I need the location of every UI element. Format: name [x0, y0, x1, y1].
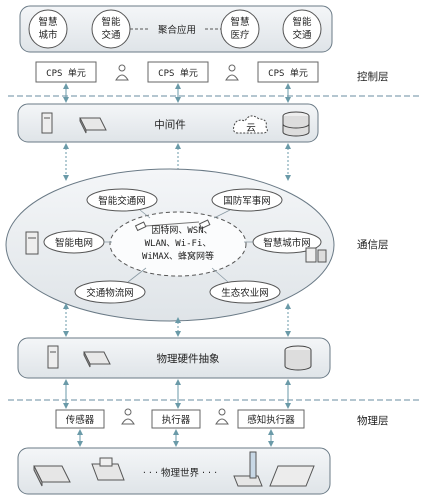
layer-label-physical: 物理层: [357, 414, 389, 427]
sense-act-box: 感知执行器: [237, 409, 305, 429]
net-smart-grid: 智能电网: [43, 230, 105, 254]
svg-text:国防军事网: 国防军事网: [223, 195, 271, 207]
database-icon: [282, 111, 310, 137]
svg-text:智能: 智能: [292, 16, 312, 28]
router-icon: [134, 219, 211, 232]
net-smart-traffic: 智能交通网: [86, 188, 158, 212]
person-icon: [115, 64, 239, 81]
svg-text:CPS 单元: CPS 单元: [158, 67, 198, 79]
net-logistics: 交通物流网: [74, 280, 146, 304]
network-server-icon: [25, 231, 39, 255]
app-smart-medical: 智慧 医疗: [220, 9, 260, 49]
layer-label-control: 控制层: [357, 70, 389, 83]
core-network-line-2: WLAN、Wi-Fi、: [145, 239, 212, 249]
hw-database-icon: [284, 345, 312, 371]
svg-text:智慧: 智慧: [230, 16, 250, 28]
layer-label-communication: 通信层: [357, 239, 389, 251]
cps-unit-3: CPS 单元: [257, 61, 319, 83]
cps-unit-2: CPS 单元: [147, 61, 209, 83]
svg-text:智能: 智能: [101, 16, 121, 28]
world-device-icon-3: [233, 451, 263, 487]
core-network-ellipse: [109, 211, 247, 277]
middleware-title: 中间件: [154, 118, 186, 131]
app-smart-traffic-2: 智能 交通: [282, 9, 322, 49]
person-icon-2: [121, 408, 229, 425]
net-defense: 国防军事网: [211, 188, 283, 212]
svg-text:交通: 交通: [292, 29, 312, 41]
hardware-abstraction-panel: [17, 337, 331, 379]
svg-text:传感器: 传感器: [66, 414, 95, 426]
cloud-icon: 云: [233, 115, 268, 134]
svg-text:CPS 单元: CPS 单元: [46, 67, 86, 79]
svg-text:智慧: 智慧: [38, 16, 58, 28]
svg-text:执行器: 执行器: [162, 414, 191, 426]
hw-device-icon: [83, 351, 111, 368]
physical-world-label: · · · 物理世界 · · ·: [143, 467, 217, 479]
hw-server-icon: [47, 345, 59, 369]
net-smart-city: 智慧城市网: [252, 230, 322, 254]
network-device-icon: [305, 247, 327, 263]
actuator-box: 执行器: [151, 409, 201, 429]
svg-text:交通: 交通: [101, 29, 121, 41]
svg-text:智能电网: 智能电网: [55, 237, 93, 249]
svg-text:生态农业网: 生态农业网: [221, 287, 269, 299]
svg-text:感知执行器: 感知执行器: [247, 414, 295, 426]
svg-text:CPS 单元: CPS 单元: [268, 67, 308, 79]
svg-text:城市: 城市: [38, 29, 58, 41]
app-smart-city: 智慧 城市: [28, 9, 68, 49]
net-eco-agri: 生态农业网: [209, 280, 281, 304]
world-device-icon-2: [91, 457, 125, 481]
core-network-line-3: WiMAX、蜂窝网等: [142, 250, 214, 262]
svg-text:云: 云: [246, 123, 256, 134]
core-network-line-1: 因特网、WSN、: [151, 224, 212, 236]
svg-text:交通物流网: 交通物流网: [86, 287, 134, 299]
network-links: [104, 209, 253, 283]
svg-text:医疗: 医疗: [230, 29, 250, 41]
aggregate-app-label: 聚合应用: [158, 24, 196, 36]
device-box-icon: [79, 117, 107, 134]
world-device-icon-1: [33, 465, 71, 487]
cps-unit-1: CPS 单元: [35, 61, 97, 83]
svg-text:智慧城市网: 智慧城市网: [263, 237, 311, 249]
hardware-abstraction-title: 物理硬件抽象: [157, 352, 220, 365]
server-icon: [41, 112, 53, 134]
sensor-box: 传感器: [55, 409, 105, 429]
world-device-icon-4: [269, 465, 315, 487]
svg-text:智能交通网: 智能交通网: [98, 195, 146, 207]
app-smart-traffic: 智能 交通: [91, 9, 131, 49]
